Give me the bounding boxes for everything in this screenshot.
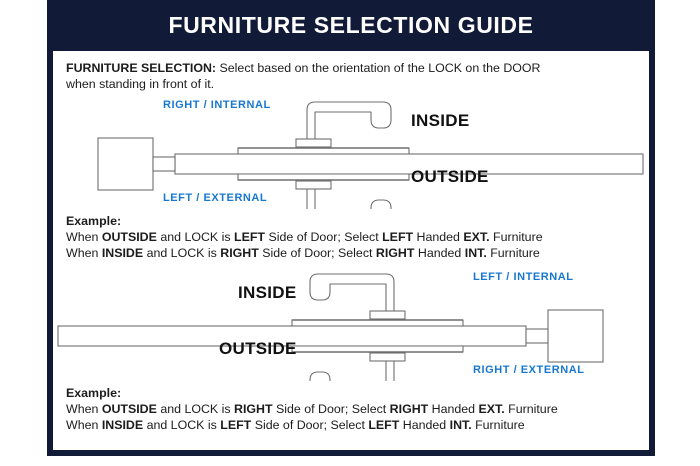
label-inside: INSIDE bbox=[238, 283, 297, 302]
ex2l1-prefix: When bbox=[66, 402, 102, 417]
ex1l2-suffix: Furniture bbox=[486, 246, 540, 261]
door-hardware-drawing-left bbox=[97, 101, 644, 209]
inside-rose bbox=[295, 138, 332, 148]
outside-lever-handle bbox=[370, 199, 392, 209]
ex2l2-prefix: When bbox=[66, 418, 102, 433]
ex1l1-b3: LEFT bbox=[382, 230, 414, 245]
intro-line-1: Select based on the orientation of the L… bbox=[219, 61, 541, 75]
inside-backplate bbox=[237, 147, 410, 155]
ex1l2-b4: INT. bbox=[464, 246, 487, 261]
door-hardware-drawing-right bbox=[57, 273, 604, 381]
ex2l2-mid3: Handed bbox=[399, 418, 450, 433]
ex1l2-b3: RIGHT bbox=[375, 246, 415, 261]
ex2l2-b3: LEFT bbox=[368, 418, 400, 433]
label-left-internal: LEFT / INTERNAL bbox=[473, 271, 574, 283]
label-outside: OUTSIDE bbox=[219, 339, 297, 358]
ex2l2-mid2: Side of Door; Select bbox=[251, 418, 369, 433]
intro-text: FURNITURE SELECTION: Select based on the… bbox=[66, 61, 641, 92]
page-title: FURNITURE SELECTION GUIDE bbox=[168, 12, 534, 38]
ex2l1-b3: RIGHT bbox=[389, 402, 429, 417]
example-2-line-2: When INSIDE and LOCK is LEFT Side of Doo… bbox=[66, 417, 643, 433]
inside-lever-handle bbox=[309, 273, 387, 301]
inside-lever-stem-outer bbox=[385, 273, 395, 311]
ex2l1-mid2: Side of Door; Select bbox=[272, 402, 390, 417]
outside-lever-stem-outer bbox=[393, 361, 395, 381]
outside-lever-handle bbox=[309, 371, 331, 381]
lock-cylinder-body bbox=[97, 137, 154, 191]
ex1l2-prefix: When bbox=[66, 246, 102, 261]
label-left-external: LEFT / EXTERNAL bbox=[163, 192, 268, 204]
outside-lever-stem-outer bbox=[306, 189, 308, 209]
ex1l1-mid3: Handed bbox=[413, 230, 464, 245]
outside-backplate bbox=[237, 173, 410, 181]
ex1l1-prefix: When bbox=[66, 230, 102, 245]
ex1l1-mid2: Side of Door; Select bbox=[265, 230, 383, 245]
label-outside: OUTSIDE bbox=[411, 167, 489, 186]
ex2l1-b2: RIGHT bbox=[234, 402, 273, 417]
ex1l2-mid2: Side of Door; Select bbox=[258, 246, 376, 261]
example-1-heading: Example: bbox=[66, 214, 122, 228]
furniture-selection-guide-panel: FURNITURE SELECTION GUIDE FURNITURE SELE… bbox=[47, 0, 655, 456]
example-2-line-1: When OUTSIDE and LOCK is RIGHT Side of D… bbox=[66, 401, 643, 417]
inside-backplate bbox=[291, 319, 464, 327]
outside-rose bbox=[369, 352, 406, 362]
lock-spindle bbox=[152, 156, 176, 172]
outside-rose bbox=[295, 180, 332, 190]
ex1l2-mid1: and LOCK is bbox=[143, 246, 221, 261]
ex1l1-suffix: Furniture bbox=[489, 230, 543, 245]
intro-label: FURNITURE SELECTION: bbox=[66, 61, 217, 75]
inside-lever-stem-outer bbox=[306, 101, 316, 139]
guide-body: FURNITURE SELECTION: Select based on the… bbox=[53, 51, 649, 450]
intro-line-2: when standing in front of it. bbox=[66, 76, 215, 91]
ex1l2-mid3: Handed bbox=[414, 246, 465, 261]
lock-on-right-diagram: LEFT / INTERNAL RIGHT / EXTERNAL INSIDE … bbox=[53, 271, 648, 381]
outside-backplate bbox=[291, 345, 464, 353]
example-1-line-2: When INSIDE and LOCK is RIGHT Side of Do… bbox=[66, 245, 643, 261]
ex2l2-mid1: and LOCK is bbox=[143, 418, 221, 433]
ex2l2-b2: LEFT bbox=[220, 418, 252, 433]
inside-lever-handle bbox=[314, 101, 392, 129]
ex1l2-b1: INSIDE bbox=[101, 246, 144, 261]
example-block-2: Example: When OUTSIDE and LOCK is RIGHT … bbox=[66, 385, 643, 434]
ex2l1-b1: OUTSIDE bbox=[101, 402, 157, 417]
ex1l2-b2: RIGHT bbox=[220, 246, 259, 261]
ex2l1-mid1: and LOCK is bbox=[156, 402, 235, 417]
ex1l1-b1: OUTSIDE bbox=[101, 230, 157, 245]
label-right-internal: RIGHT / INTERNAL bbox=[163, 99, 271, 111]
ex1l1-b2: LEFT bbox=[234, 230, 266, 245]
lock-spindle bbox=[525, 328, 549, 344]
label-inside: INSIDE bbox=[411, 111, 470, 130]
lock-cylinder-body bbox=[547, 309, 604, 363]
example-2-heading: Example: bbox=[66, 386, 122, 400]
ex2l1-b4: EXT. bbox=[478, 402, 505, 417]
ex2l1-suffix: Furniture bbox=[504, 402, 558, 417]
ex2l2-b1: INSIDE bbox=[101, 418, 144, 433]
label-right-external: RIGHT / EXTERNAL bbox=[473, 364, 585, 376]
ex2l1-mid3: Handed bbox=[428, 402, 479, 417]
inside-rose bbox=[369, 310, 406, 320]
example-block-1: Example: When OUTSIDE and LOCK is LEFT S… bbox=[66, 213, 643, 262]
example-1-line-1: When OUTSIDE and LOCK is LEFT Side of Do… bbox=[66, 229, 643, 245]
ex2l2-b4: INT. bbox=[449, 418, 472, 433]
ex1l1-b4: EXT. bbox=[463, 230, 490, 245]
lock-on-left-diagram: RIGHT / INTERNAL LEFT / EXTERNAL INSIDE … bbox=[53, 99, 648, 209]
door-leaf bbox=[174, 153, 644, 175]
ex1l1-mid1: and LOCK is bbox=[156, 230, 235, 245]
ex2l2-suffix: Furniture bbox=[471, 418, 525, 433]
